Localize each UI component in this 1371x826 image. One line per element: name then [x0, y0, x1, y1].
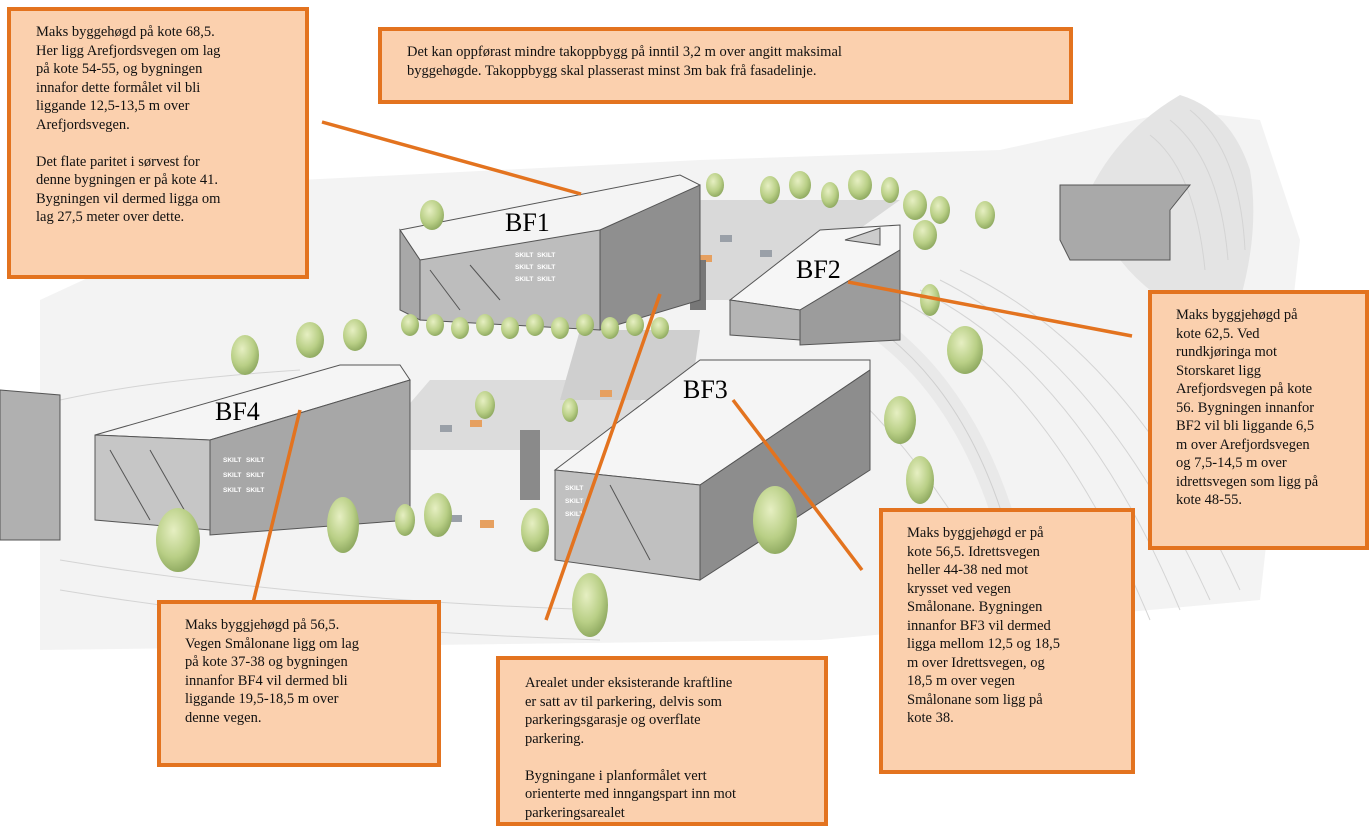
building-bf2	[728, 224, 901, 346]
sign-bf3-1: SKILT	[565, 485, 583, 492]
sign-bf3-3: SKILT	[565, 511, 583, 518]
callout-bf2: Maks byggjehøgd på kote 62,5. Ved rundkj…	[1148, 290, 1369, 550]
building-bf3: SKILT SKILT SKILT	[553, 359, 871, 581]
leader-bf4	[251, 409, 302, 604]
callout-roof: Det kan oppførast mindre takoppbygg på i…	[378, 27, 1073, 104]
sign-bf4-6: SKILT	[246, 487, 264, 494]
label-bf2: BF2	[796, 255, 841, 284]
trees	[156, 170, 995, 637]
sign-bf4-1: SKILT	[223, 457, 241, 464]
sign-bf1-6: SKILT	[537, 276, 555, 283]
leader-bf3	[731, 398, 864, 572]
sign-bf1-2: SKILT	[537, 252, 555, 259]
callout-parking: Arealet under eksisterande kraftline er …	[496, 656, 828, 826]
building-bf1: SKILT SKILT SKILT SKILT SKILT SKILT	[399, 174, 701, 331]
sign-bf3-2: SKILT	[565, 498, 583, 505]
neighbour-building	[1059, 184, 1192, 261]
sign-bf1-3: SKILT	[515, 264, 533, 271]
sign-bf1-5: SKILT	[515, 276, 533, 283]
leader-bf2	[847, 280, 1133, 338]
leader-lines	[251, 120, 1133, 621]
callout-bf3: Maks byggjehøgd er på kote 56,5. Idretts…	[879, 508, 1135, 774]
sign-bf1-4: SKILT	[537, 264, 555, 271]
label-bf4: BF4	[215, 397, 260, 426]
callout-bf4: Maks byggjehøgd på 56,5. Vegen Smålonane…	[157, 600, 441, 767]
sign-bf4-2: SKILT	[246, 457, 264, 464]
sign-bf1-1: SKILT	[515, 252, 533, 259]
callout-bf1: Maks byggehøgd på kote 68,5. Her ligg Ar…	[7, 7, 309, 279]
sign-bf4-3: SKILT	[223, 472, 241, 479]
leader-bf1	[321, 120, 582, 196]
building-bf4: SKILT SKILT SKILT SKILT SKILT SKILT	[0, 364, 411, 541]
sign-bf4-4: SKILT	[246, 472, 264, 479]
leader-parking	[544, 293, 662, 621]
label-bf3: BF3	[683, 375, 728, 404]
label-bf1: BF1	[505, 208, 550, 237]
sign-bf4-5: SKILT	[223, 487, 241, 494]
